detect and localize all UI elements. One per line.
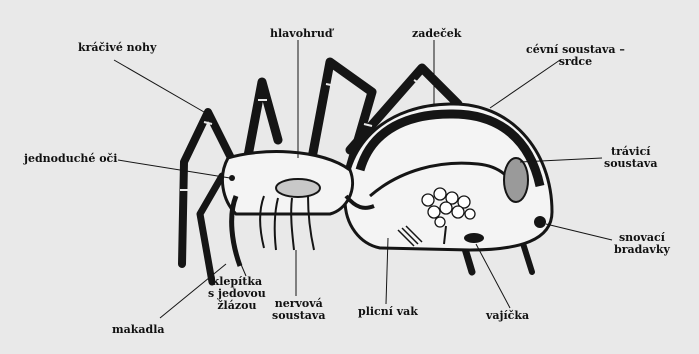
label-simple-eyes: jednoduché oči xyxy=(24,153,117,165)
label-pedipalps: makadla xyxy=(112,324,165,336)
label-spinnerets-line2: bradavky xyxy=(614,244,670,256)
leg-front xyxy=(200,176,222,282)
label-chelicerae-line3: žlázou xyxy=(208,300,266,312)
label-spinnerets: snovací bradavky xyxy=(614,232,670,256)
leg-2 xyxy=(248,82,278,156)
label-abdomen: zadeček xyxy=(412,28,461,40)
label-eggs: vajíčka xyxy=(486,310,529,322)
label-chelicerae: klepítka s jedovou žlázou xyxy=(208,276,266,312)
spinneret xyxy=(534,216,546,228)
label-circulatory-line2: srdce xyxy=(526,56,625,68)
digestive-gland xyxy=(504,158,528,202)
label-walking-legs: kráčivé nohy xyxy=(78,42,156,54)
label-digestive-system: trávicí soustava xyxy=(604,146,657,170)
label-digestive-line2: soustava xyxy=(604,158,657,170)
label-cephalothorax: hlavohruď xyxy=(270,28,333,40)
label-nervous-line2: soustava xyxy=(272,310,325,322)
ovary-mark xyxy=(464,233,484,243)
label-nervous-system: nervová soustava xyxy=(272,298,325,322)
label-circulatory-system: cévní soustava – srdce xyxy=(526,44,625,68)
brain xyxy=(276,179,320,197)
label-book-lung: plicní vak xyxy=(358,306,418,318)
